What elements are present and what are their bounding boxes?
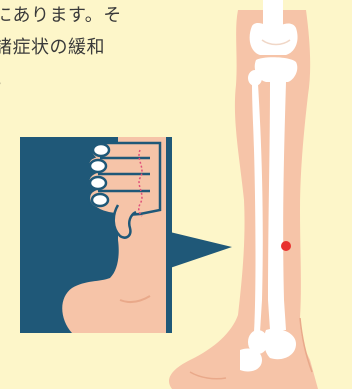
fibula-head (248, 70, 262, 86)
fingernail-4 (92, 194, 108, 206)
acupoint-marker (281, 241, 291, 251)
inset-pointer (170, 232, 232, 268)
fingernail-3 (90, 177, 106, 189)
fingernail-2 (90, 160, 106, 172)
fingernail-1 (93, 144, 109, 156)
leg (169, 0, 318, 389)
hand-measurement-inset (20, 137, 232, 333)
